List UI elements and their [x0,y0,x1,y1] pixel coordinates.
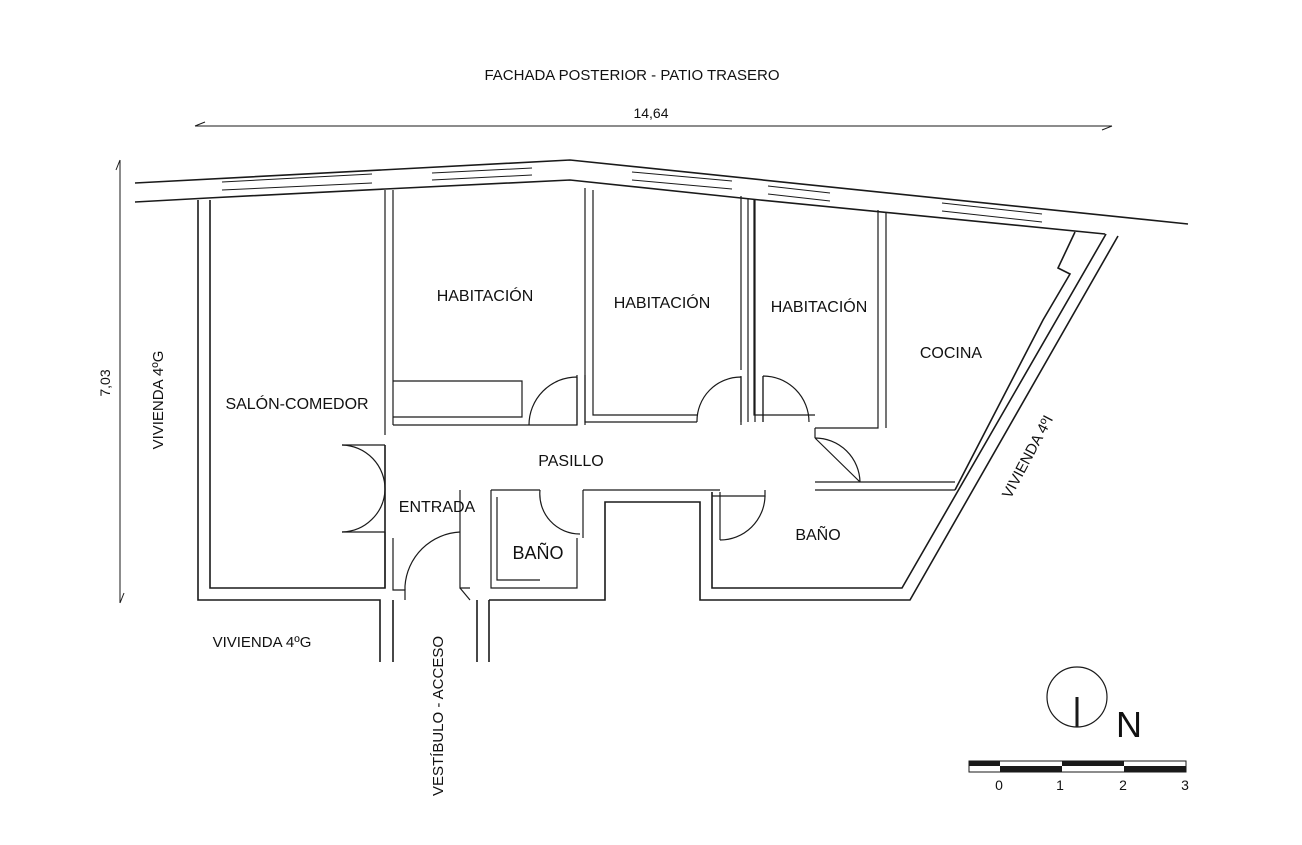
dimension-height [115,159,125,604]
north-label: N [1116,704,1142,745]
facade-label: FACHADA POSTERIOR - PATIO TRASERO [484,67,779,84]
room-habitacion-3: HABITACIÓN [771,297,868,316]
scale-tick-2: 2 [1119,777,1127,793]
width-dimension-label: 14,64 [633,105,668,121]
doors [341,375,861,590]
room-habitacion-1: HABITACIÓN [437,286,534,305]
exterior-walls [197,200,1119,662]
scale-tick-0: 0 [995,777,1003,793]
rear-facade-wall [134,159,1189,235]
scale-tick-1: 1 [1056,777,1064,793]
dimension-width [194,121,1113,131]
room-bano-2: BAÑO [795,524,840,544]
room-salon-comedor: SALÓN-COMEDOR [225,394,368,413]
room-cocina: COCINA [920,345,983,362]
scale-bar: 0 1 2 3 [968,760,1189,793]
neighbor-bottom-left: VIVIENDA 4ºG [213,634,312,651]
access-vestibule: VESTÍBULO - ACCESO [430,636,447,796]
facade-windows [221,167,1043,223]
room-pasillo: PASILLO [538,453,604,470]
height-dimension-label: 7,03 [97,369,113,396]
room-bano-1: BAÑO [512,542,563,563]
room-habitacion-2: HABITACIÓN [614,293,711,312]
room-entrada: ENTRADA [399,499,476,516]
north-arrow-icon: N [1046,666,1142,745]
scale-tick-3: 3 [1181,777,1189,793]
interior-walls [342,188,955,601]
neighbor-right-side: VIVIENDA 4ºI [999,413,1057,502]
neighbor-left-side: VIVIENDA 4ºG [150,351,167,450]
